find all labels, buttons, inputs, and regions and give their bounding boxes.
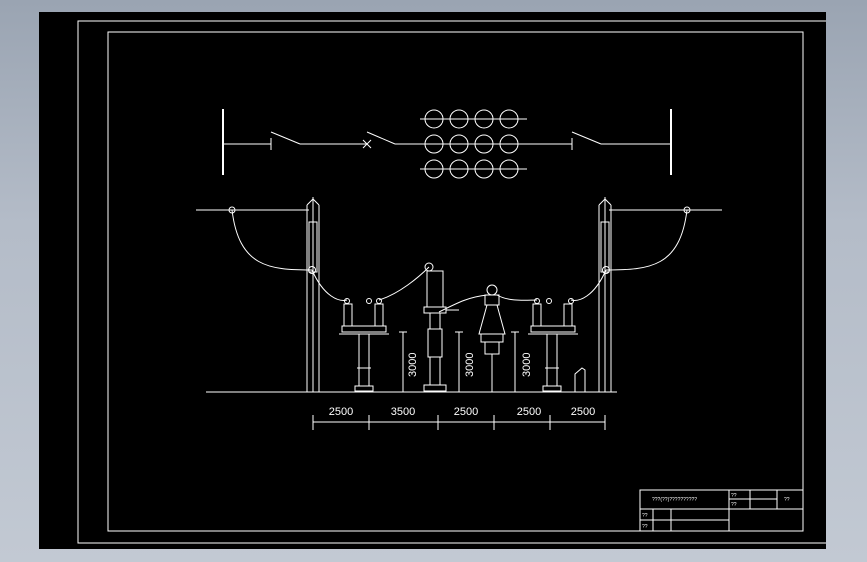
right-portal-column [598,197,612,392]
title-block: ???(??)?????????? ?? ?? ?? ?? ?? [639,489,804,532]
span-dim-4: 2500 [517,406,541,418]
span-dim-2: 3500 [391,406,415,418]
current-transformer-equipment [478,284,506,392]
drawing-viewport[interactable]: 3000 3000 3000 2500 3500 2500 2500 2500 … [39,12,826,549]
height-dim-3: 3000 [521,353,533,377]
span-dim-1: 2500 [329,406,353,418]
substation-elevation: 3000 3000 3000 [196,197,722,393]
title-label-ratio: ?? [731,502,737,508]
cad-drawing: 3000 3000 3000 2500 3500 2500 2500 2500 … [77,20,826,544]
horizontal-dimensions: 2500 3500 2500 2500 2500 [312,406,606,430]
circuit-breaker [366,131,396,145]
drawing-title: ???(??)?????????? [652,497,697,503]
height-dim-1: 3000 [407,353,419,377]
vertical-dimensions: 3000 3000 3000 [399,331,533,392]
right-disconnect-switch [528,298,578,392]
single-line-diagram [222,109,672,179]
title-label-design: ?? [642,513,648,519]
outer-frame [77,20,826,544]
disconnect-switch-1 [270,131,301,145]
inner-frame [107,31,804,532]
title-label-check: ?? [642,524,648,530]
title-label-stage: ?? [731,493,737,499]
height-dim-2: 3000 [464,353,476,377]
title-sheet: ?? [784,497,790,503]
voltage-transformer [423,270,459,392]
disconnect-switch-2 [571,131,602,145]
left-disconnect-switch [339,298,389,392]
span-dim-3: 2500 [454,406,478,418]
current-transformer-group [420,109,527,179]
span-dim-5: 2500 [571,406,595,418]
arrester-stub [574,367,586,392]
left-portal-column [306,197,320,392]
